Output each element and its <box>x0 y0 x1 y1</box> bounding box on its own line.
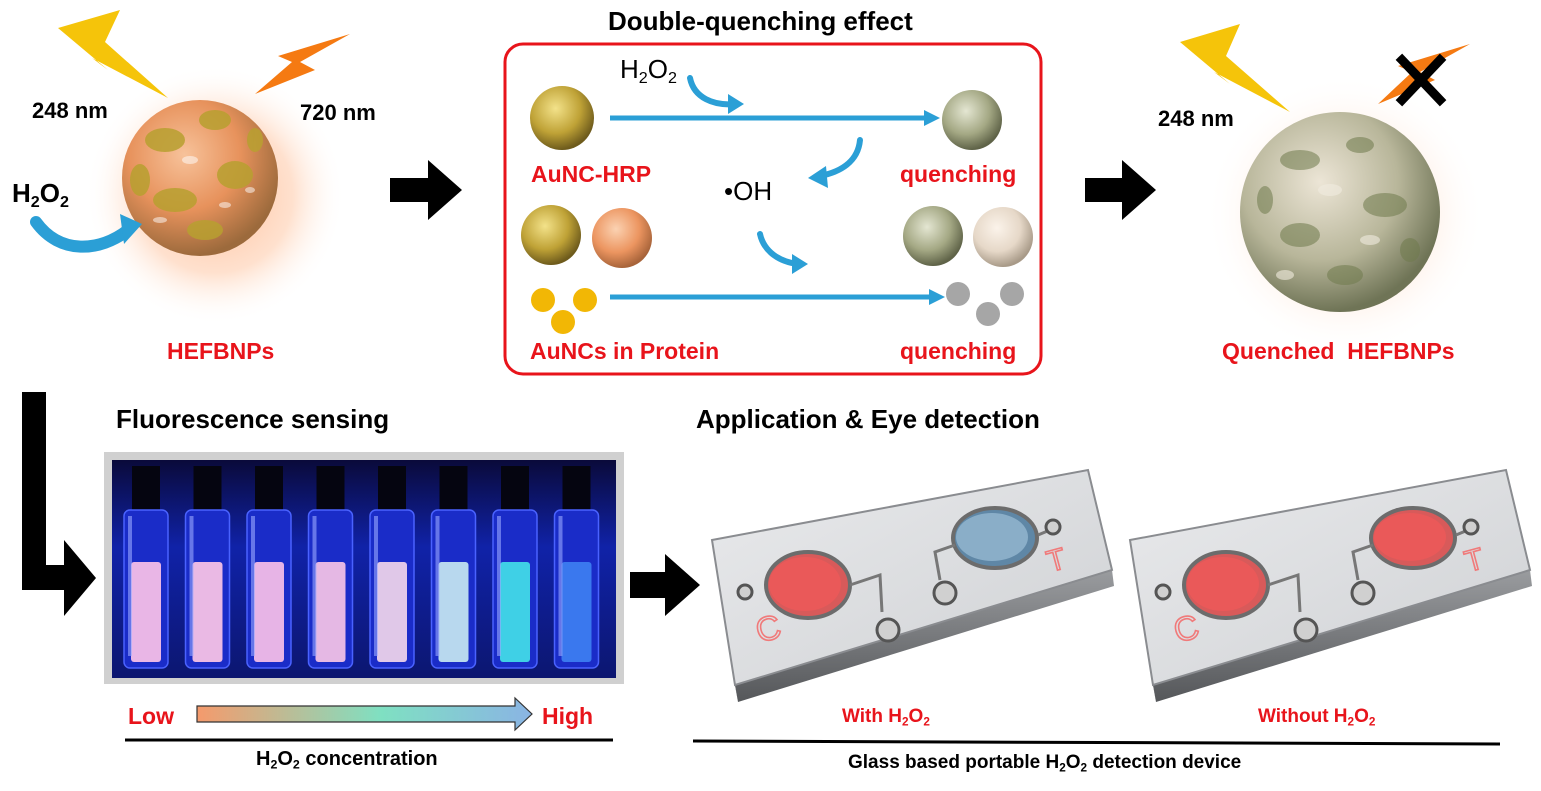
quenching-label-bottom: quenching <box>900 338 1017 364</box>
vial <box>184 466 231 669</box>
vial-cap <box>501 466 529 512</box>
lightning-bolt-icon <box>1378 44 1470 104</box>
orange-cluster <box>592 208 652 268</box>
reagent-h2o2-left: H2O2 <box>12 178 69 211</box>
concentration-scale-arrow <box>196 696 533 732</box>
vial-highlight <box>497 516 501 656</box>
vial-cap <box>255 466 283 512</box>
cream-texture-right <box>1276 184 1380 280</box>
arrow-icon <box>924 110 940 126</box>
double-quenching-title: Double-quenching effect <box>608 6 913 36</box>
aunc-protein-label: AuNCs in Protein <box>530 338 720 364</box>
vial <box>369 466 415 669</box>
vial <box>553 466 600 669</box>
axis-underline-right <box>692 739 1501 746</box>
scale-high-label: High <box>542 703 594 729</box>
quenched-dots <box>946 282 1024 326</box>
vial-highlight <box>128 516 132 656</box>
quenched-cluster-cream <box>973 207 1033 267</box>
vial-solution <box>315 562 346 662</box>
quenched-cluster-grey <box>903 206 963 266</box>
wavelength-720: 720 nm <box>300 100 376 125</box>
vial-row <box>123 466 600 669</box>
hydroxyl-radical-label: •OH <box>724 176 773 206</box>
vial-solution <box>254 562 284 662</box>
hefbnps-label: HEFBNPs <box>167 338 275 364</box>
arrow-icon <box>728 94 744 114</box>
vial-solution <box>377 562 407 662</box>
arrow-icon <box>1085 160 1156 220</box>
lightning-bolt-icon <box>58 10 168 98</box>
quenched-hefbnps-label: Quenched HEFBNPs <box>1222 338 1455 364</box>
vial-highlight <box>312 516 317 656</box>
scale-low-label: Low <box>128 703 174 729</box>
vial <box>492 466 538 669</box>
vial-highlight <box>374 516 378 656</box>
without-h2o2-caption: Without H2O2 <box>1258 706 1376 729</box>
arrow-icon <box>120 214 142 244</box>
vial-cap <box>132 466 160 512</box>
vial-cap <box>378 466 406 512</box>
vial <box>123 466 169 669</box>
device-footer-caption: Glass based portable H2O2 detection devi… <box>848 752 1242 775</box>
vial-cap <box>439 466 468 512</box>
application-title: Application & Eye detection <box>696 404 1040 434</box>
vial-cap <box>193 466 222 512</box>
vial-cap <box>316 466 345 512</box>
vial-solution <box>131 562 161 662</box>
gold-cluster <box>521 205 581 265</box>
cross-icon <box>1395 53 1447 107</box>
wavelength-248-right: 248 nm <box>1158 106 1234 131</box>
quenched-cluster-top <box>942 90 1002 150</box>
vial <box>246 466 292 669</box>
arrow-icon <box>792 254 808 274</box>
vial-highlight <box>435 516 440 656</box>
vial-highlight <box>558 516 563 656</box>
vial <box>430 466 477 669</box>
with-h2o2-caption: With H2O2 <box>842 706 930 729</box>
arrow-icon <box>390 160 462 220</box>
wavelength-248-left: 248 nm <box>32 98 108 123</box>
lightning-bolt-icon <box>255 34 350 94</box>
gold-cluster-patches-left <box>130 110 263 240</box>
vial-cap <box>562 466 591 512</box>
arrow-icon <box>929 289 945 305</box>
vial-solution <box>500 562 530 662</box>
vial-solution <box>192 562 223 662</box>
aunc-hrp-cluster <box>530 86 594 150</box>
vial-highlight <box>189 516 194 656</box>
h2o2-concentration-axis: H2O2 concentration <box>256 748 438 772</box>
arrow-icon <box>630 554 700 616</box>
fluorescence-sensing-title: Fluorescence sensing <box>116 404 390 434</box>
vial-solution <box>438 562 469 662</box>
quenching-label-top: quenching <box>900 161 1017 187</box>
vial-highlight <box>251 516 255 656</box>
double-quenching-box <box>503 42 1043 376</box>
glass-device-without-h2o2 <box>1128 468 1532 702</box>
vial <box>307 466 354 669</box>
arrow-icon <box>22 392 96 616</box>
aunc-dots <box>531 288 597 334</box>
green-texture-right <box>1257 137 1420 285</box>
vial-solution <box>561 562 592 662</box>
arrow-icon <box>808 166 828 188</box>
arrow-icon <box>30 216 134 253</box>
aunc-hrp-label: AuNC-HRP <box>531 161 652 187</box>
glass-device-with-h2o2 <box>710 468 1114 702</box>
reagent-h2o2-center: H2O2 <box>620 54 677 87</box>
white-texture-left <box>153 156 255 223</box>
lightning-bolt-icon <box>1180 24 1290 112</box>
